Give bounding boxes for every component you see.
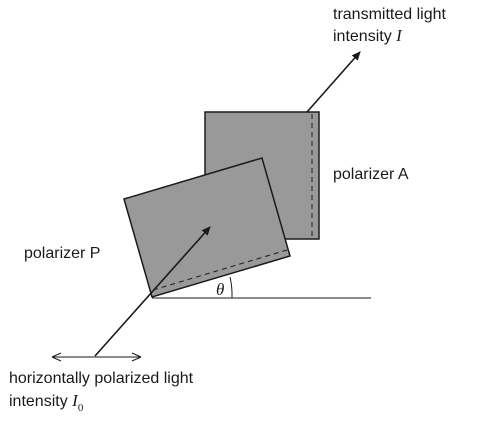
transmitted-intensity-symbol: I — [396, 26, 402, 45]
polarizer-p-plate — [123, 157, 291, 298]
incident-intensity-symbol: I — [72, 391, 78, 410]
transmitted-light-label-line2: intensity I — [333, 26, 402, 47]
incident-light-label-line2: intensity I0 — [9, 391, 84, 414]
incident-intensity-word: intensity — [9, 393, 68, 410]
polarization-arrowhead-left — [51, 352, 62, 362]
polarization-arrowhead-right — [131, 352, 142, 362]
incident-light-arrow — [94, 226, 211, 357]
incident-light-label-line1: horizontally polarized light — [9, 370, 194, 387]
transmitted-light-arrow — [306, 51, 361, 113]
transmitted-intensity-word: intensity — [333, 28, 392, 45]
angle-theta-label: θ — [216, 280, 224, 299]
polarizer-a-label: polarizer A — [333, 166, 409, 183]
polarizer-p-label: polarizer P — [24, 245, 101, 262]
transmitted-light-label-line1: transmitted light — [333, 6, 446, 23]
incident-intensity-subscript: 0 — [77, 402, 84, 414]
angle-arc — [229, 276, 233, 299]
